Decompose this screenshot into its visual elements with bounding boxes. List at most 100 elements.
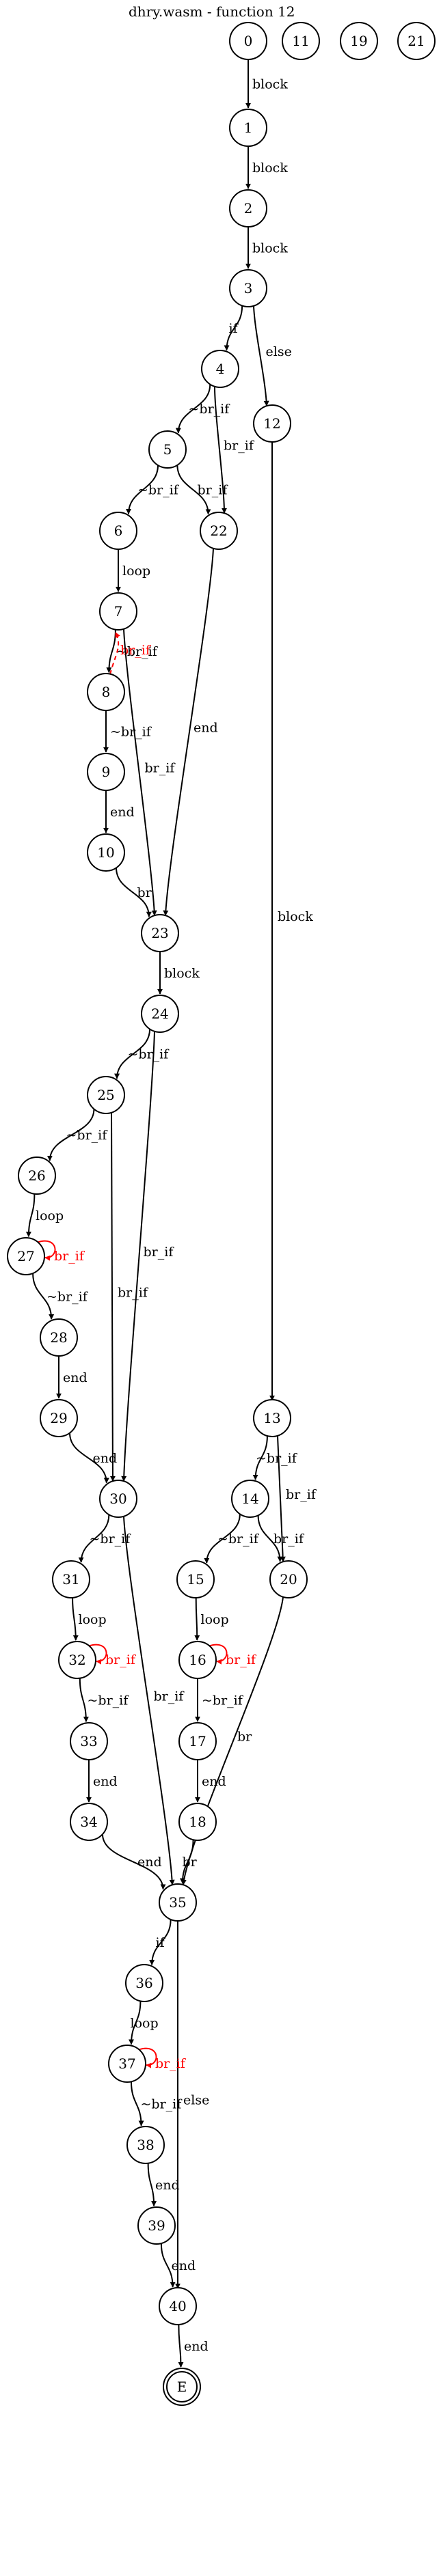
node-E: E — [163, 2368, 201, 2406]
node-36: 36 — [125, 1964, 163, 2002]
edge-31-to-32 — [72, 1597, 79, 1641]
node-circle-37 — [108, 2045, 146, 2083]
node-circle-0 — [229, 22, 267, 60]
node-2: 2 — [229, 189, 267, 227]
node-8: 8 — [87, 673, 125, 711]
node-label-26: 26 — [28, 1167, 45, 1184]
edge-label-13-to-20: br_if — [286, 1487, 317, 1502]
node-29: 29 — [40, 1399, 78, 1437]
edge-label-10-to-23: br — [137, 885, 152, 900]
node-label-12: 12 — [263, 415, 280, 432]
edge-7-to-23 — [123, 628, 157, 916]
node-11: 11 — [282, 22, 320, 60]
node-circle-6 — [99, 512, 137, 550]
node-label-25: 25 — [97, 1087, 114, 1103]
node-label-29: 29 — [50, 1410, 67, 1426]
edge-label-33-to-34: end — [93, 1774, 118, 1789]
node-label-35: 35 — [169, 1894, 186, 1911]
node-13: 13 — [253, 1399, 291, 1437]
node-5: 5 — [148, 430, 187, 469]
node-circle-14 — [231, 1480, 269, 1518]
edge-label-32-to-32: br_if — [105, 1652, 137, 1667]
node-24: 24 — [141, 995, 179, 1033]
node-circle-18 — [178, 1803, 217, 1841]
node-label-37: 37 — [118, 2055, 135, 2072]
node-label-34: 34 — [80, 1814, 97, 1830]
edge-13-to-20 — [277, 1435, 286, 1562]
node-circle-12 — [253, 404, 291, 443]
node-label-28: 28 — [50, 1329, 67, 1346]
node-label-21: 21 — [407, 33, 425, 49]
node-39: 39 — [137, 2206, 176, 2245]
edge-label-28-to-29: end — [63, 1370, 88, 1385]
node-label-11: 11 — [292, 33, 309, 49]
node-18: 18 — [178, 1803, 217, 1841]
edge-label-18-to-35: br — [183, 1855, 198, 1870]
edge-5-to-6 — [126, 465, 159, 514]
node-15: 15 — [176, 1560, 215, 1598]
edge-label-13-to-14: ~br_if — [256, 1451, 298, 1466]
edge-label-8-to-9: ~br_if — [110, 725, 152, 740]
edge-38-to-39 — [147, 2163, 157, 2207]
node-4: 4 — [201, 350, 239, 388]
edge-35-to-36 — [149, 1919, 172, 1966]
edge-label-25-to-26: ~br_if — [66, 1128, 109, 1143]
edge-label-16-to-17: ~br_if — [202, 1693, 244, 1708]
edge-label-35-to-36: if — [156, 1935, 166, 1950]
node-34: 34 — [70, 1803, 108, 1841]
node-30: 30 — [99, 1480, 137, 1518]
node-circle-29 — [40, 1399, 78, 1437]
node-label-19: 19 — [350, 33, 367, 49]
edge-8-to-7 — [109, 632, 120, 675]
edge-label-3-to-4: if — [229, 321, 239, 336]
edge-37-to-38 — [130, 2081, 144, 2127]
node-label-9: 9 — [102, 764, 111, 780]
node-label-33: 33 — [80, 1733, 97, 1749]
node-10: 10 — [87, 833, 125, 872]
node-label-18: 18 — [189, 1814, 206, 1830]
node-circle-13 — [253, 1399, 291, 1437]
edge-label-40-to-E: end — [184, 2339, 209, 2354]
node-label-16: 16 — [189, 1652, 206, 1668]
edge-label-31-to-32: loop — [79, 1612, 107, 1627]
edge-label-2-to-3: block — [252, 241, 288, 256]
edge-label-25-to-30: br_if — [118, 1286, 149, 1301]
edge-label-17-to-18: end — [202, 1774, 226, 1789]
edge-label-5-to-22: br_if — [198, 483, 229, 498]
graph-title: dhry.wasm - function 12 — [129, 3, 295, 20]
edge-label-38-to-39: end — [155, 2178, 180, 2193]
node-circle-32 — [58, 1641, 96, 1679]
edge-label-27-to-28: ~br_if — [46, 1290, 89, 1305]
node-circle-15 — [176, 1560, 215, 1598]
node-circle-11 — [282, 22, 320, 60]
node-1: 1 — [229, 109, 267, 147]
node-circle-8 — [87, 673, 125, 711]
node-28: 28 — [40, 1318, 78, 1357]
edge-27-to-28 — [32, 1273, 55, 1320]
node-circle-35 — [159, 1883, 197, 1922]
node-circle-34 — [70, 1803, 108, 1841]
edge-label-29-to-30: end — [93, 1451, 118, 1466]
node-circle-36 — [125, 1964, 163, 2002]
edge-label-30-to-31: ~br_if — [90, 1532, 132, 1547]
edge-27-to-27 — [36, 1240, 56, 1261]
node-circle-23 — [141, 914, 179, 952]
node-0: 0 — [229, 22, 267, 60]
node-label-7: 7 — [114, 603, 123, 620]
edge-20-to-35 — [181, 1596, 284, 1885]
node-26: 26 — [18, 1157, 56, 1195]
edge-label-3-to-12: else — [266, 344, 292, 359]
edge-36-to-37 — [129, 2001, 142, 2045]
node-circle-16 — [178, 1641, 217, 1679]
node-22: 22 — [200, 512, 238, 550]
node-circle-33 — [70, 1722, 108, 1760]
node-circle-26 — [18, 1157, 56, 1195]
node-circle-19 — [340, 22, 378, 60]
edge-label-8-to-7: br_if — [120, 643, 152, 658]
node-35: 35 — [159, 1883, 197, 1922]
node-6: 6 — [99, 512, 137, 550]
edge-3-to-4 — [224, 305, 243, 351]
